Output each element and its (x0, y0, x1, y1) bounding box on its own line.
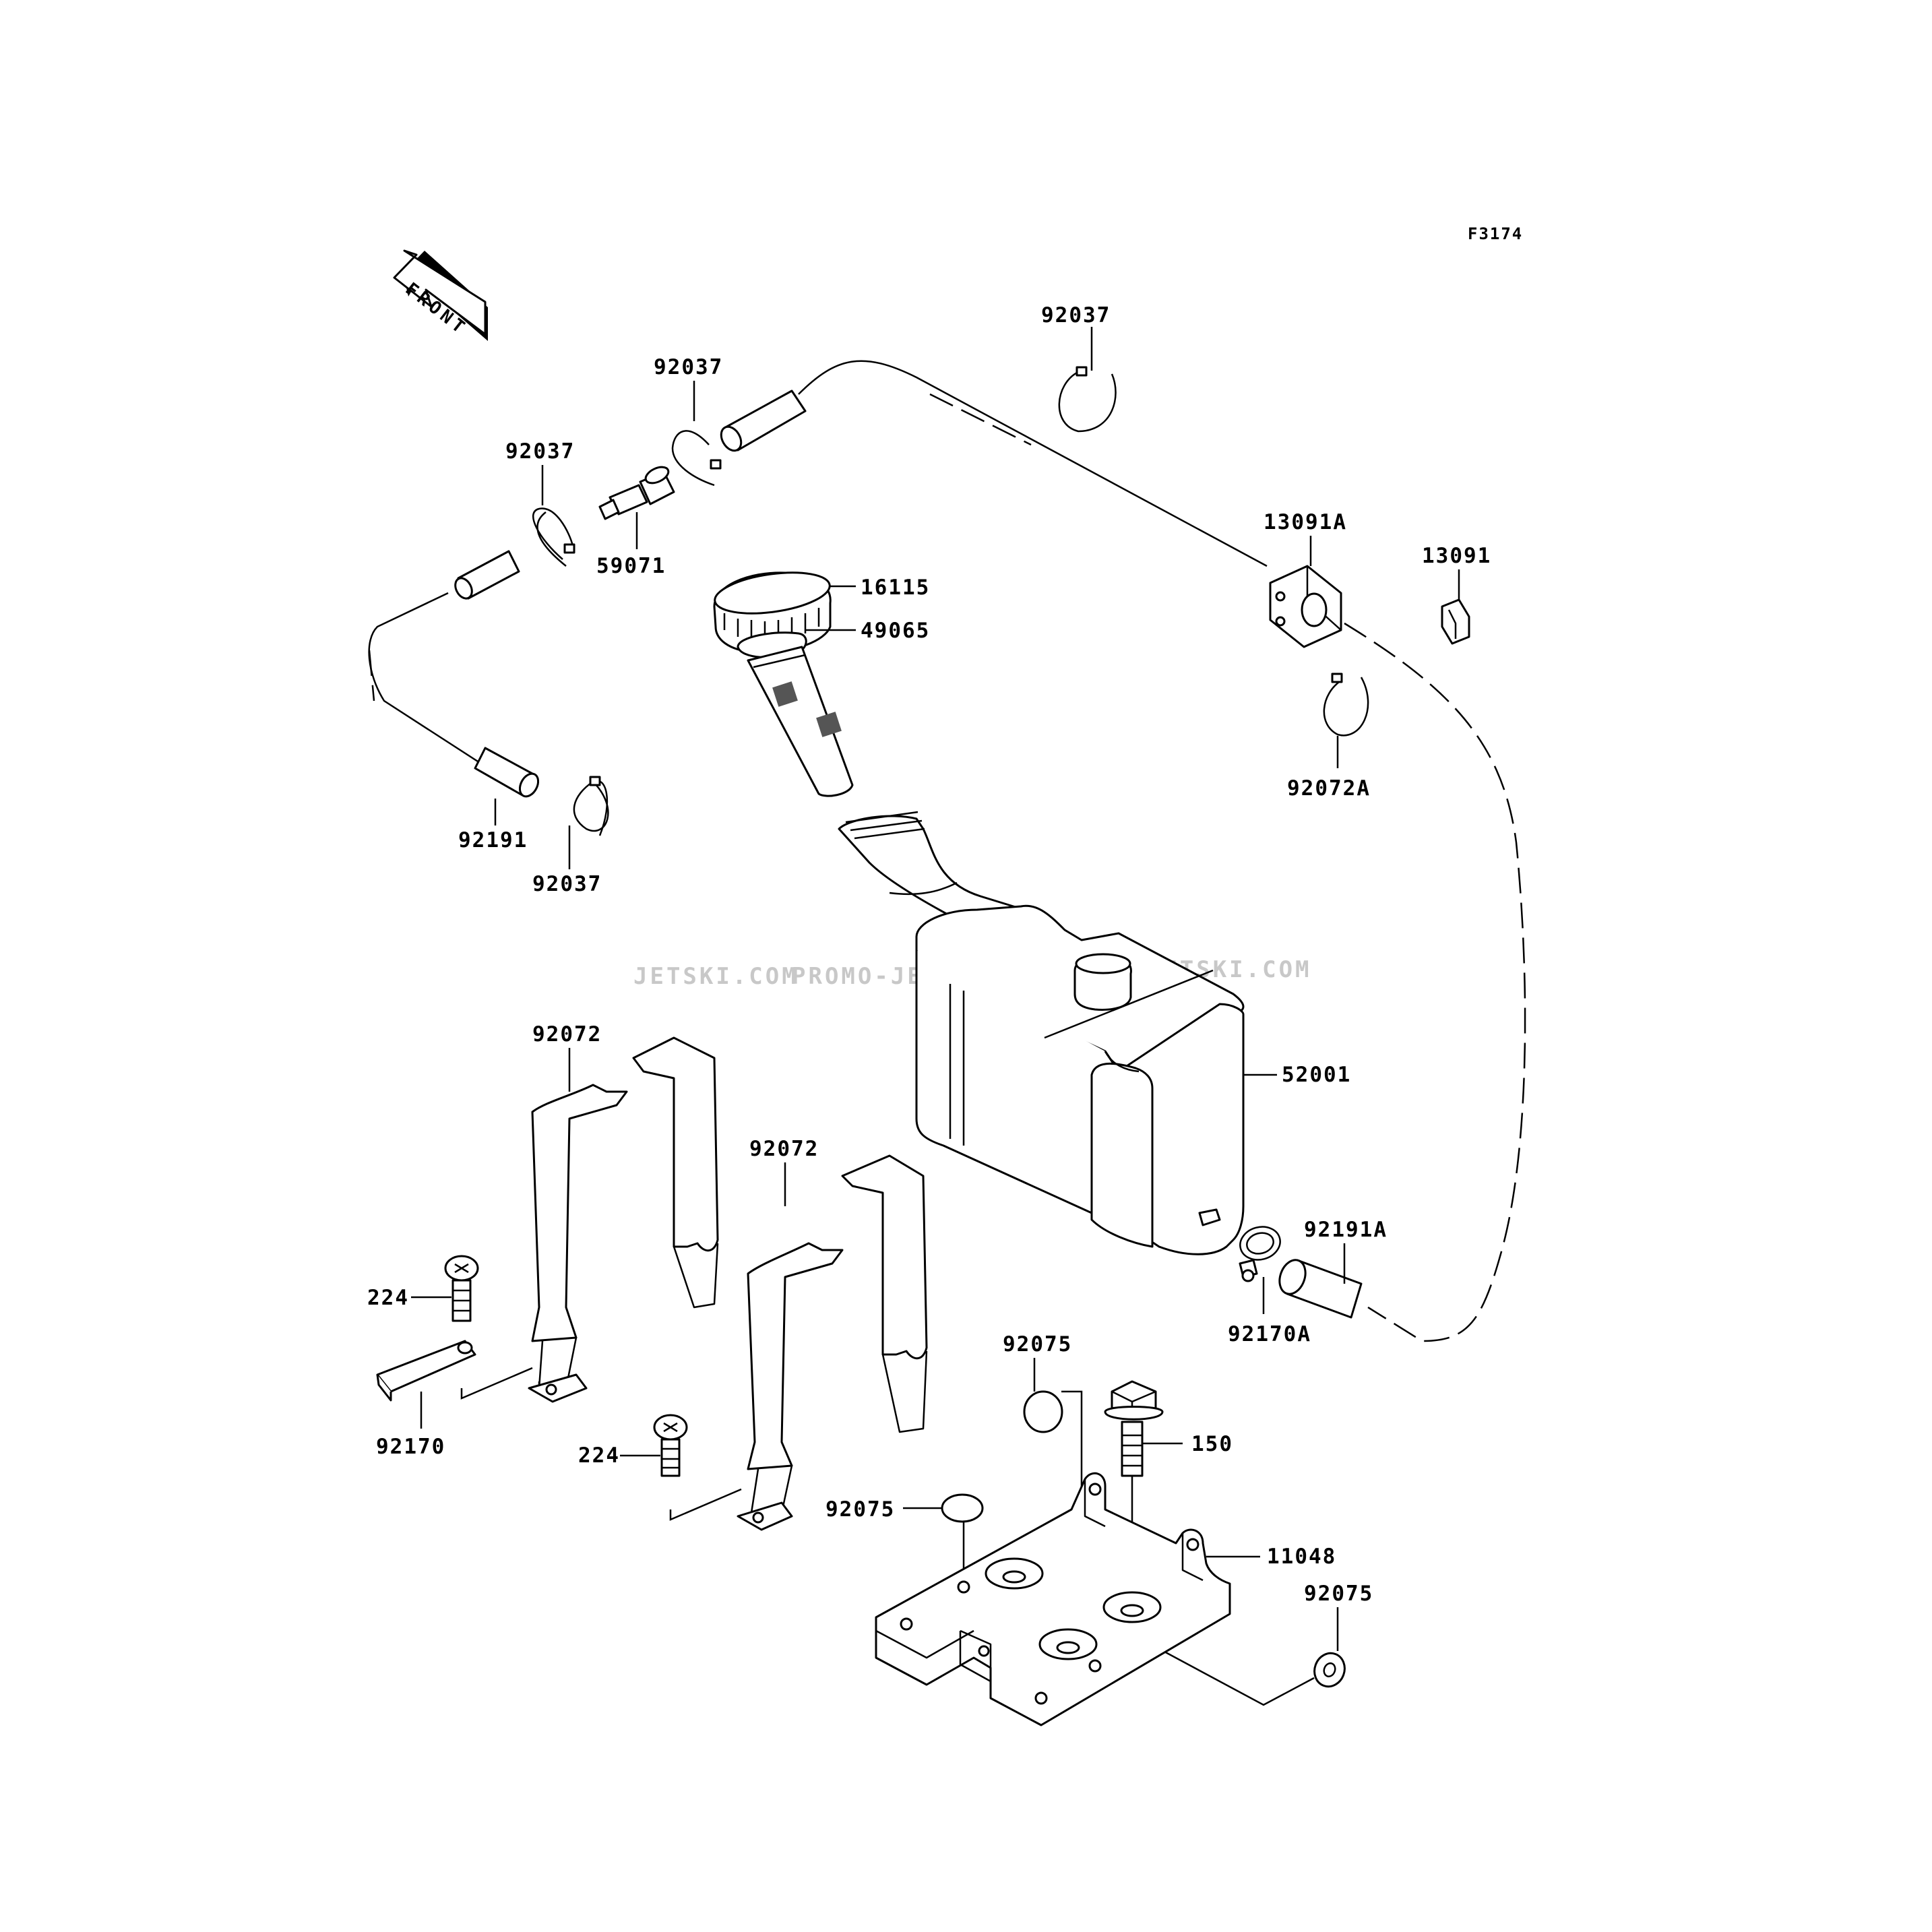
band-92072-b (737, 1162, 844, 1531)
label-92075-a: 92075 (1003, 1332, 1072, 1357)
label-92170: 92170 (376, 1435, 445, 1459)
label-92037-a: 92037 (654, 355, 723, 379)
clamp-92170a (1239, 1226, 1281, 1314)
holder-13091a (1269, 536, 1342, 648)
valve-59071 (598, 466, 675, 549)
label-92072a: 92072A (1287, 776, 1371, 801)
front-arrow-icon: FRONT (393, 249, 488, 341)
clamp-92037-b (532, 465, 575, 567)
hose-left-short (454, 550, 520, 600)
hose-92191 (474, 747, 540, 825)
bolt-224-a (411, 1255, 479, 1322)
watermark-1: JETSKI.COM (633, 963, 799, 990)
label-13091a: 13091A (1264, 510, 1347, 534)
strainer-49065 (737, 629, 856, 797)
clamp-92072a (1323, 673, 1369, 768)
hose-upper (720, 389, 807, 452)
label-224-b: 224 (578, 1443, 620, 1468)
clip-13091 (1441, 569, 1470, 645)
band-92072-a-rear (632, 1036, 719, 1309)
bolt-224-b (620, 1414, 688, 1477)
band-92170 (376, 1340, 476, 1429)
cap-16115 (713, 571, 856, 654)
label-13091: 13091 (1422, 544, 1491, 568)
plug-92075-b (903, 1493, 984, 1580)
label-52001: 52001 (1282, 1063, 1351, 1087)
label-224-a: 224 (367, 1286, 409, 1310)
figure-code: F3174 (1468, 224, 1523, 243)
bolt-150 (1104, 1380, 1183, 1604)
clamp-92037-top (1058, 327, 1117, 433)
label-92037-top: 92037 (1041, 303, 1111, 328)
band-92072-a (528, 1048, 628, 1403)
plug-92075-a (1023, 1358, 1083, 1523)
label-92170a: 92170A (1228, 1322, 1311, 1346)
label-92037-c: 92037 (532, 872, 602, 896)
hose-92191a (1278, 1243, 1363, 1319)
label-92191a: 92191A (1304, 1218, 1388, 1242)
bracket-11048 (875, 1472, 1260, 1726)
clamp-92037-a (671, 381, 722, 487)
label-92191: 92191 (458, 828, 528, 852)
oil-tank-52001 (838, 811, 1277, 1255)
bolt-224-leaders (460, 1367, 742, 1521)
strainer-mesh-2 (816, 712, 842, 737)
label-92072-a: 92072 (532, 1022, 602, 1047)
label-92075-c: 92075 (1304, 1582, 1373, 1606)
label-16115: 16115 (861, 575, 930, 600)
label-59071: 59071 (596, 554, 666, 578)
label-92075-b: 92075 (825, 1497, 895, 1522)
label-150: 150 (1191, 1432, 1233, 1456)
label-92037-b: 92037 (505, 439, 575, 464)
label-92072-b: 92072 (749, 1137, 819, 1161)
band-92072-b-rear (841, 1154, 928, 1433)
label-49065: 49065 (861, 619, 930, 643)
label-11048: 11048 (1267, 1545, 1336, 1569)
breather-line (368, 360, 1526, 1342)
clamp-92037-c (568, 776, 609, 869)
strainer-mesh-1 (772, 681, 798, 707)
